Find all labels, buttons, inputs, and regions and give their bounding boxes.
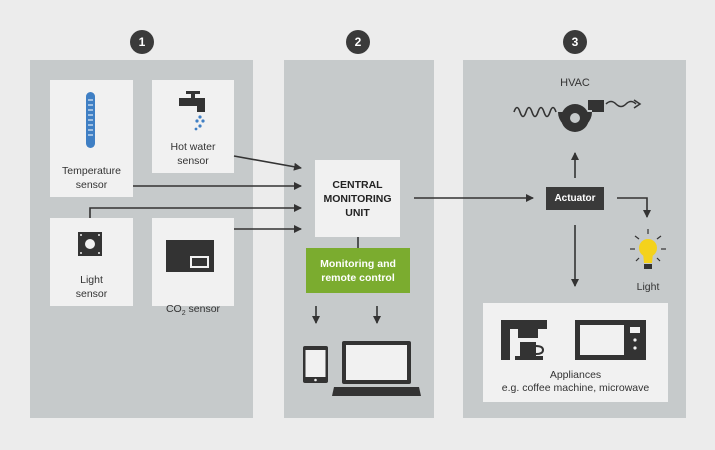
hvac-label: HVAC — [560, 77, 590, 89]
coffee-machine-icon — [501, 320, 547, 360]
thermometer-icon — [86, 92, 95, 148]
central-monitoring-unit: CENTRAL MONITORING UNIT — [315, 160, 400, 237]
hot-water-sensor-label: Hot water sensor — [170, 141, 216, 167]
light-sensor-icon — [78, 232, 102, 256]
sensor-arrows — [89, 155, 302, 233]
co2-subscript: 2 — [181, 310, 186, 318]
monitoring-arrows — [312, 306, 381, 324]
light-sensor-label: Light sensor — [75, 274, 108, 300]
microwave-icon — [575, 320, 646, 360]
actuator-arrows — [571, 152, 651, 287]
light-output-label: Light — [636, 281, 660, 293]
actuator-box: Actuator — [546, 187, 604, 210]
step-badge-3: 3 — [563, 30, 587, 54]
co2-suffix: sensor — [185, 303, 221, 315]
appliances-subtitle: e.g. coffee machine, microwave — [501, 382, 650, 394]
tablet-icon — [303, 346, 328, 383]
faucet-icon — [179, 91, 205, 131]
temperature-sensor-label: Temperature sensor — [62, 165, 121, 191]
step-badge-2: 2 — [346, 30, 370, 54]
co2-prefix: CO — [165, 303, 182, 315]
co2-sensor-label: CO2 sensor — [152, 288, 234, 321]
co2-sensor-icon — [166, 240, 214, 272]
light-bulb-icon — [630, 229, 666, 269]
appliances-title: Appliances — [549, 369, 602, 381]
monitoring-remote-control: Monitoring and remote control — [306, 248, 410, 293]
step-badge-1: 1 — [130, 30, 154, 54]
hvac-icon — [513, 99, 642, 132]
laptop-icon — [332, 341, 421, 396]
